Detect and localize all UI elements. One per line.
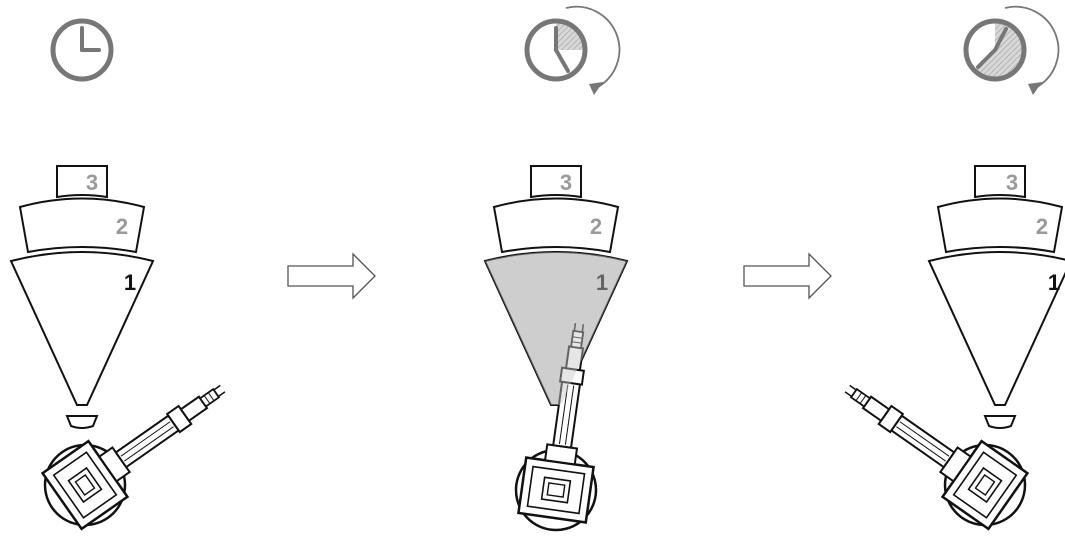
safety-zone-1-active: 1 <box>483 251 629 406</box>
safety-zone-3: 3 <box>974 165 1026 199</box>
safety-zone-3: 3 <box>530 165 582 199</box>
zone-label-3: 3 <box>560 170 572 195</box>
active-zone-overlay <box>485 252 627 405</box>
safety-zone-2: 2 <box>936 197 1064 254</box>
panel-active: 3 2 1 <box>483 5 629 537</box>
safety-zone-1: 1 <box>9 251 155 406</box>
safety-zone-2: 2 <box>492 197 620 254</box>
safety-zone-2: 2 <box>18 197 146 254</box>
zone-label-3: 3 <box>1006 170 1018 195</box>
zone-label-2: 2 <box>1036 214 1048 239</box>
arrow-right-icon <box>743 252 832 300</box>
robot-arm <box>28 354 247 542</box>
safety-zone-3: 3 <box>56 165 108 199</box>
zone-label-2: 2 <box>590 214 602 239</box>
panel-initial: 3 2 1 <box>9 18 247 542</box>
sensor-icon <box>983 415 1017 429</box>
sensor-icon <box>65 415 99 429</box>
zone-label-1: 1 <box>1048 270 1060 295</box>
clock-icon <box>524 18 588 82</box>
zone-label-2: 2 <box>116 214 128 239</box>
rotation-arrow-icon <box>565 5 621 95</box>
panel-after: 3 2 1 <box>823 5 1065 542</box>
arrow-right-icon <box>287 252 376 300</box>
zone-label-1: 1 <box>596 270 608 295</box>
rotation-arrow-icon <box>1004 5 1060 95</box>
clock-icon <box>963 18 1027 82</box>
zone-label-3: 3 <box>86 170 98 195</box>
safety-zone-1: 1 <box>927 251 1065 406</box>
zone-label-1: 1 <box>124 270 136 295</box>
clock-icon <box>50 18 114 82</box>
